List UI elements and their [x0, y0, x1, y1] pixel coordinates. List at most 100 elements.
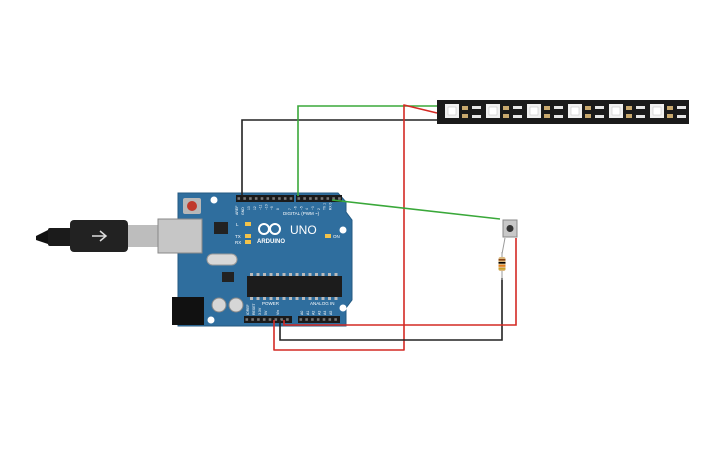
header-pin-hole[interactable] — [274, 318, 278, 321]
crystal — [206, 253, 238, 266]
header-pin-hole[interactable] — [283, 197, 287, 200]
wire-gnd-to-resistor[interactable] — [279, 278, 503, 341]
header-pin-hole[interactable] — [332, 197, 335, 200]
chip-pin — [308, 273, 312, 276]
header-pin-hole[interactable] — [299, 318, 303, 321]
header-digital-left — [236, 195, 294, 202]
chip-pin — [334, 297, 338, 300]
chip-pin — [302, 297, 305, 300]
chip-pin — [269, 273, 273, 276]
reset-button[interactable] — [187, 201, 197, 211]
pushbutton[interactable] — [501, 219, 518, 255]
chip-pin — [282, 273, 286, 276]
header-pin-hole[interactable] — [254, 197, 258, 200]
header-pin-hole[interactable] — [268, 318, 272, 321]
led-pixel-lens — [529, 106, 539, 116]
usb-plug-metal — [128, 225, 158, 247]
strip-capacitor — [667, 114, 673, 118]
digital-pin-label: 4 — [305, 208, 309, 210]
chip-pin — [321, 273, 325, 276]
usb-jack — [157, 218, 203, 254]
small-chip — [222, 272, 234, 282]
chip-pin — [334, 273, 338, 276]
header-pin-hole[interactable] — [314, 197, 318, 200]
header-pin-hole[interactable] — [286, 318, 289, 321]
led-pixel-lens — [652, 106, 662, 116]
header-pin-hole[interactable] — [278, 197, 281, 200]
power-pin-labels: IOREF RESET 3.3V 5V Vin — [246, 302, 280, 315]
resistor[interactable] — [498, 252, 506, 280]
chip-pin — [328, 273, 331, 276]
atmega-chip — [247, 276, 342, 297]
analog-pin-label: A2 — [312, 311, 316, 315]
header-pin-hole[interactable] — [303, 197, 306, 200]
digital-pin-label: RX 0 — [328, 203, 332, 210]
reset-label: RESET — [252, 302, 256, 315]
led-on-label: ON — [333, 234, 340, 239]
chip-pin — [321, 297, 325, 300]
led-strip-pixels — [445, 104, 686, 118]
chip-pin — [256, 297, 260, 300]
pushbutton-cap[interactable] — [506, 225, 514, 232]
header-pin-hole[interactable] — [249, 197, 252, 200]
resistor-band — [498, 268, 506, 270]
usb-cable[interactable] — [36, 220, 158, 252]
wire-5v-to-button[interactable] — [283, 238, 517, 326]
header-pin-hole[interactable] — [320, 197, 324, 200]
header-pin-hole[interactable] — [328, 318, 332, 321]
strip-resistor — [626, 106, 632, 110]
led-tx-label: TX — [235, 234, 241, 239]
board-pcb — [177, 192, 353, 327]
header-pin-hole[interactable] — [334, 318, 337, 321]
wire-data-to-strip[interactable] — [297, 105, 437, 196]
brand-label: ARDUINO — [257, 239, 285, 245]
capacitor — [211, 297, 227, 313]
header-pin-hole[interactable] — [245, 318, 249, 321]
chip-pin — [302, 273, 305, 276]
wire-pin-to-button[interactable] — [331, 199, 501, 220]
mounting-hole — [339, 304, 347, 312]
strip-pad — [472, 106, 481, 109]
header-pin-hole[interactable] — [305, 318, 308, 321]
strip-resistor — [544, 106, 550, 110]
header-pin-hole[interactable] — [243, 197, 246, 200]
vin-label: Vin — [276, 310, 280, 315]
header-pin-hole[interactable] — [266, 197, 270, 200]
header-pin-hole[interactable] — [311, 318, 314, 321]
analog-pin-label: A1 — [306, 311, 310, 315]
wire-5v-to-strip[interactable] — [273, 104, 438, 351]
strip-resistor — [585, 106, 591, 110]
chip-pin — [315, 297, 318, 300]
led-pixel-lens — [447, 106, 457, 116]
arduino-uno-board[interactable]: L TX RX ON ARDUINO UNO DIGITAL (PWM ~) P… — [157, 192, 353, 327]
header-pin-hole[interactable] — [316, 318, 320, 321]
header-pin-hole[interactable] — [260, 197, 264, 200]
led-strip[interactable] — [437, 100, 689, 124]
ioref-label: IOREF — [246, 304, 250, 315]
header-pin-hole[interactable] — [257, 318, 260, 321]
digital-pin-label: ~9 — [270, 206, 274, 210]
header-pin-hole[interactable] — [280, 318, 283, 321]
digital-pin-label: 2 — [317, 208, 321, 210]
header-pin-hole[interactable] — [289, 197, 293, 200]
mounting-hole — [210, 196, 218, 204]
header-pin-hole[interactable] — [309, 197, 312, 200]
usb-cable-end — [48, 228, 72, 246]
header-pin-hole[interactable] — [326, 197, 330, 200]
header-pin-hole[interactable] — [322, 318, 326, 321]
led-pixel-lens — [570, 106, 580, 116]
header-pin-hole[interactable] — [297, 197, 301, 200]
digital-pin-label: ~11 — [259, 204, 263, 210]
header-pin-hole[interactable] — [251, 318, 254, 321]
led-pixel-lens — [488, 106, 498, 116]
header-holes — [237, 197, 341, 321]
wire-gnd-to-strip[interactable] — [241, 119, 437, 196]
led-on-indicator — [325, 234, 331, 238]
power-jack — [172, 297, 204, 325]
header-pin-hole[interactable] — [338, 197, 341, 200]
header-pin-hole[interactable] — [237, 197, 241, 200]
header-pin-hole[interactable] — [262, 318, 266, 321]
mounting-hole — [207, 316, 215, 324]
header-pin-hole[interactable] — [272, 197, 275, 200]
